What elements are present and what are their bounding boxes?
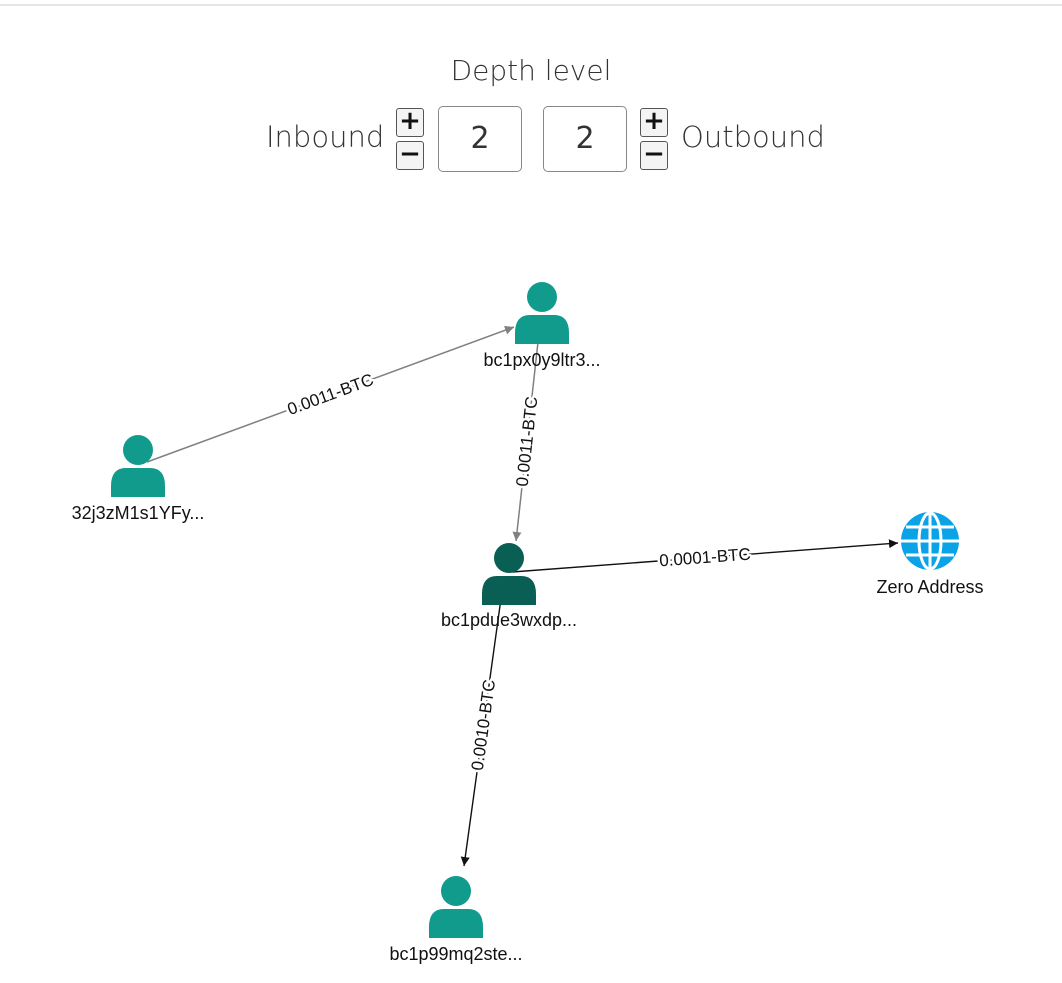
- edge-line: [512, 341, 539, 542]
- edge-line: [460, 583, 504, 867]
- person-icon: [429, 876, 483, 938]
- person-icon: [515, 282, 569, 344]
- edge-amount-label: 0.0011-BTC: [285, 370, 376, 419]
- edge-n3-n4[interactable]: 0.0001-BTC: [511, 539, 899, 573]
- inbound-decrement-button[interactable]: −: [396, 141, 424, 170]
- graph-node-n2[interactable]: bc1px0y9ltr3...: [483, 282, 601, 370]
- node-address-label: Zero Address: [876, 577, 983, 597]
- edge-amount-label: 0.0010-BTC: [468, 678, 499, 771]
- outbound-increment-button[interactable]: +: [640, 108, 668, 137]
- outbound-label: Outbound: [681, 120, 825, 154]
- edge-amount-label: 0.0011-BTC: [513, 396, 542, 488]
- inbound-stepper: + −: [396, 108, 424, 170]
- node-address-label: bc1px0y9ltr3...: [483, 350, 600, 370]
- inbound-label: Inbound: [266, 120, 385, 154]
- inbound-depth-input[interactable]: 2: [438, 106, 522, 172]
- edge-line: [511, 539, 899, 573]
- edge-line: [146, 325, 515, 463]
- outbound-depth-input[interactable]: 2: [543, 106, 627, 172]
- graph-node-n1[interactable]: 32j3zM1s1YFy...: [72, 435, 205, 523]
- outbound-decrement-button[interactable]: −: [640, 141, 668, 170]
- person-icon: [111, 435, 165, 497]
- graph-node-n3[interactable]: bc1pdue3wxdp...: [441, 543, 577, 630]
- edge-n2-n3[interactable]: 0.0011-BTC: [510, 341, 544, 542]
- outbound-stepper: + −: [640, 108, 668, 170]
- person-icon: [482, 543, 536, 605]
- top-divider: [0, 0, 1062, 6]
- depth-level-title: Depth level: [450, 54, 612, 87]
- edge-n1-n2[interactable]: 0.0011-BTC: [146, 325, 515, 463]
- depth-controls: Inbound + − 2 2 + − Outbound: [0, 106, 1062, 172]
- globe-icon: [901, 511, 959, 571]
- node-address-label: bc1pdue3wxdp...: [441, 610, 577, 630]
- node-address-label: 32j3zM1s1YFy...: [72, 503, 205, 523]
- node-address-label: bc1p99mq2ste...: [389, 944, 522, 964]
- graph-node-n4[interactable]: Zero Address: [876, 511, 984, 597]
- inbound-increment-button[interactable]: +: [396, 108, 424, 137]
- graph-node-n5[interactable]: bc1p99mq2ste...: [389, 876, 523, 964]
- edge-amount-label: 0.0001-BTC: [659, 545, 752, 571]
